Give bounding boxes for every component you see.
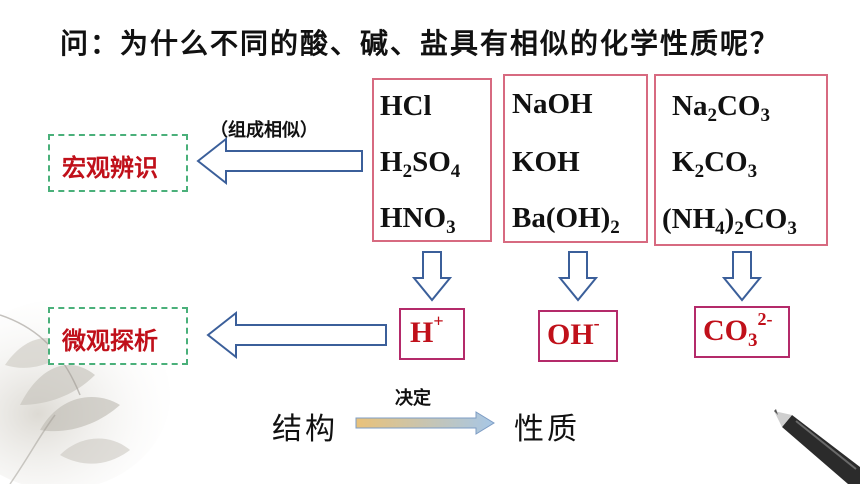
lotus-decoration (0, 300, 170, 484)
composition-note: （组成相似） (210, 120, 318, 141)
down-arrow-icon (412, 251, 452, 302)
formula-h2so4: H2SO4 (380, 146, 461, 182)
down-arrow-icon (558, 251, 598, 302)
decides-label: 决定 (395, 388, 431, 409)
formula-nh4-2co3: (NH4)2CO3 (662, 203, 797, 239)
micro-label: 微观探析 (62, 327, 158, 355)
down-arrow-icon (722, 251, 762, 302)
property-label: 性质 (514, 412, 580, 447)
macro-box (48, 134, 188, 192)
formula-koh: KOH (512, 146, 580, 178)
formula-hcl: HCl (380, 90, 432, 122)
formula-naoh: NaOH (512, 88, 593, 120)
structure-label: 结构 (272, 412, 338, 447)
ion-box-h (399, 308, 465, 360)
right-arrow-icon (355, 411, 495, 435)
macro-label: 宏观辨识 (62, 154, 158, 182)
ion-box-co3 (694, 306, 790, 358)
micro-box (48, 307, 188, 365)
left-arrow-icon (206, 310, 387, 360)
ion-box-oh (538, 310, 618, 362)
left-arrow-icon (196, 136, 363, 186)
formula-na2co3: Na2CO3 (672, 90, 770, 126)
formula-k2co3: K2CO3 (672, 146, 758, 182)
ion-oh: OH- (547, 313, 600, 351)
formula-hno3: HNO3 (380, 202, 456, 238)
pen-decoration (774, 409, 860, 484)
question-title: 问：为什么不同的酸、碱、盐具有相似的化学性质呢？ (60, 27, 781, 60)
ion-co3: CO32- (703, 309, 773, 351)
bases-box (503, 74, 648, 243)
ion-h: H+ (410, 311, 444, 349)
acids-box (372, 78, 492, 242)
salts-box (654, 74, 828, 246)
formula-baoh2: Ba(OH)2 (512, 202, 620, 238)
